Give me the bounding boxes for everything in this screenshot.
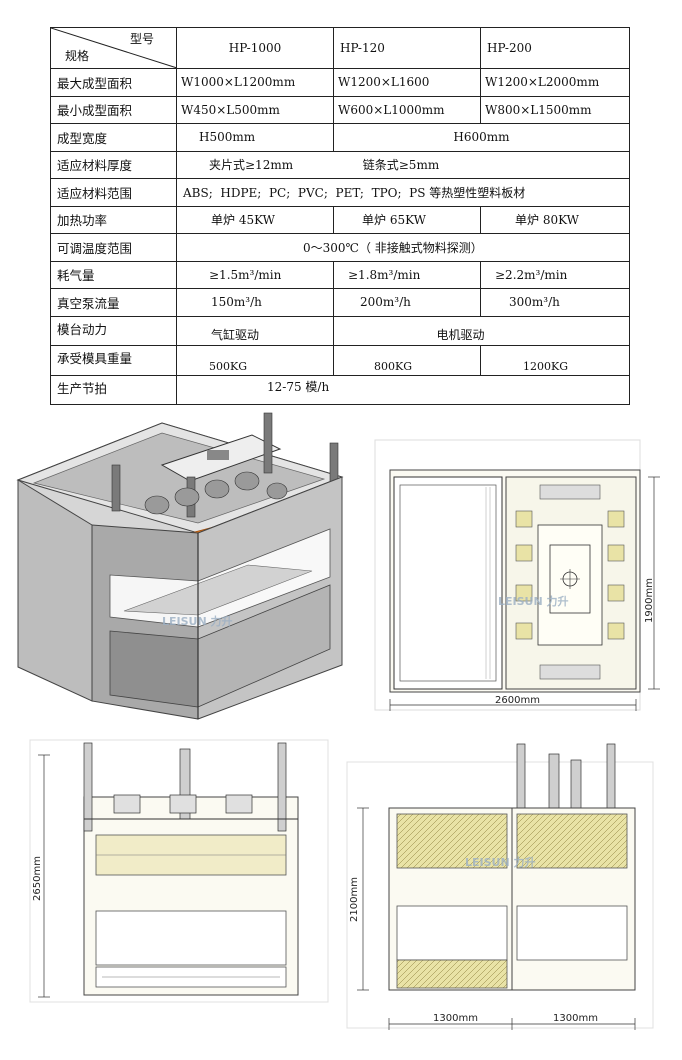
- row-label: 模台动力: [50, 315, 177, 346]
- table-row: 真空泵流量 150m³/h 200m³/h 300m³/h: [50, 288, 630, 317]
- model-hp1000: HP-1000: [176, 27, 334, 69]
- cell: W1000×L1200mm: [176, 68, 334, 97]
- cell: 200m³/h: [333, 288, 481, 317]
- model-hp120: HP-120: [333, 27, 481, 69]
- watermark-front: LEISUN 力升: [465, 855, 536, 869]
- cell: 1200KG: [480, 345, 630, 376]
- row-label: 成型宽度: [50, 123, 177, 152]
- watermark-iso: LEISUN 力升: [162, 614, 233, 628]
- row-label: 适应材料范围: [50, 178, 177, 207]
- table-row: 最小成型面积 W450×L500mm W600×L1000mm W800×L15…: [50, 95, 630, 124]
- cell: 300m³/h: [480, 288, 630, 317]
- watermark-top: LEISUN 力升: [498, 594, 569, 608]
- cell: W600×L1000mm: [333, 95, 481, 124]
- row-label: 最大成型面积: [50, 68, 177, 97]
- table-row: 最大成型面积 W1000×L1200mm W1200×L1600 W1200×L…: [50, 68, 630, 97]
- table-header-row: 型号 规格 HP-1000 HP-120 HP-200: [50, 27, 630, 69]
- cell: 单炉 80KW: [480, 205, 630, 234]
- top-width-label: 2600mm: [495, 695, 540, 706]
- table-row: 成型宽度 H500mm H600mm: [50, 123, 630, 152]
- cell: ≥1.8m³/min: [333, 260, 481, 289]
- cell: 150m³/h: [176, 288, 334, 317]
- table-row: 加热功率 单炉 45KW 单炉 65KW 单炉 80KW: [50, 205, 630, 234]
- spec-table: 型号 规格 HP-1000 HP-120 HP-200 最大成型面积 W1000…: [50, 27, 630, 405]
- table-row: 适应材料范围 ABS; HDPE; PC; PVC; PET; TPO; PS …: [50, 178, 630, 207]
- row-label: 真空泵流量: [50, 288, 177, 317]
- cell: 12-75 模/h: [176, 374, 630, 405]
- front-right-width-label: 1300mm: [553, 1013, 598, 1024]
- top-depth-label: 1900mm: [644, 578, 655, 623]
- table-row: 模台动力 气缸驱动 电机驱动: [50, 315, 630, 346]
- isometric-view: LEISUN 力升: [16, 412, 344, 720]
- table-row: 生产节拍 12-75 模/h: [50, 374, 630, 405]
- cell: 500KG: [176, 345, 334, 376]
- cell: W450×L500mm: [176, 95, 334, 124]
- cell: H600mm: [333, 123, 630, 152]
- clip-thickness: 夹片式≥12mm: [209, 158, 294, 173]
- model-hp200: HP-200: [480, 27, 630, 69]
- cell: 夹片式≥12mm 链条式≥5mm: [176, 150, 630, 179]
- cell: 气缸驱动: [176, 315, 334, 346]
- cell: 0～300℃（ 非接触式物料探测）: [176, 233, 630, 262]
- cell: H500mm: [176, 123, 334, 152]
- table-row: 耗气量 ≥1.5m³/min ≥1.8m³/min ≥2.2m³/min: [50, 260, 630, 289]
- row-label: 承受模具重量: [50, 345, 177, 376]
- front-height-label: 2100mm: [349, 877, 360, 922]
- corner-spec-label: 规格: [65, 49, 90, 63]
- corner-cell: 型号 规格: [50, 27, 177, 69]
- cell: ABS; HDPE; PC; PVC; PET; TPO; PS 等热塑性塑料板…: [176, 178, 630, 207]
- front-left-width-label: 1300mm: [433, 1013, 478, 1024]
- cell: W1200×L2000mm: [480, 68, 630, 97]
- cell: 单炉 45KW: [176, 205, 334, 234]
- cell: W800×L1500mm: [480, 95, 630, 124]
- cell: ≥1.5m³/min: [176, 260, 334, 289]
- row-label: 耗气量: [50, 260, 177, 289]
- row-label: 最小成型面积: [50, 95, 177, 124]
- table-row: 可调温度范围 0～300℃（ 非接触式物料探测）: [50, 233, 630, 262]
- row-label: 加热功率: [50, 205, 177, 234]
- front-view: LEISUN 力升 2100mm 1300mm 1300mm: [346, 743, 654, 1030]
- row-label: 生产节拍: [50, 374, 177, 405]
- cell: 800KG: [333, 345, 481, 376]
- cell: W1200×L1600: [333, 68, 481, 97]
- table-row: 承受模具重量 500KG 800KG 1200KG: [50, 345, 630, 376]
- top-view: 2600mm 1900mm LEISUN 力升: [374, 439, 660, 711]
- chain-thickness: 链条式≥5mm: [362, 158, 440, 173]
- table-row: 适应材料厚度 夹片式≥12mm 链条式≥5mm: [50, 150, 630, 179]
- row-label: 适应材料厚度: [50, 150, 177, 179]
- side-height-label: 2650mm: [32, 856, 43, 901]
- cell: 单炉 65KW: [333, 205, 481, 234]
- side-view: 2650mm: [29, 739, 329, 1003]
- corner-model-label: 型号: [129, 32, 154, 46]
- row-label: 可调温度范围: [50, 233, 177, 262]
- cell: 电机驱动: [333, 315, 630, 346]
- cell: ≥2.2m³/min: [480, 260, 630, 289]
